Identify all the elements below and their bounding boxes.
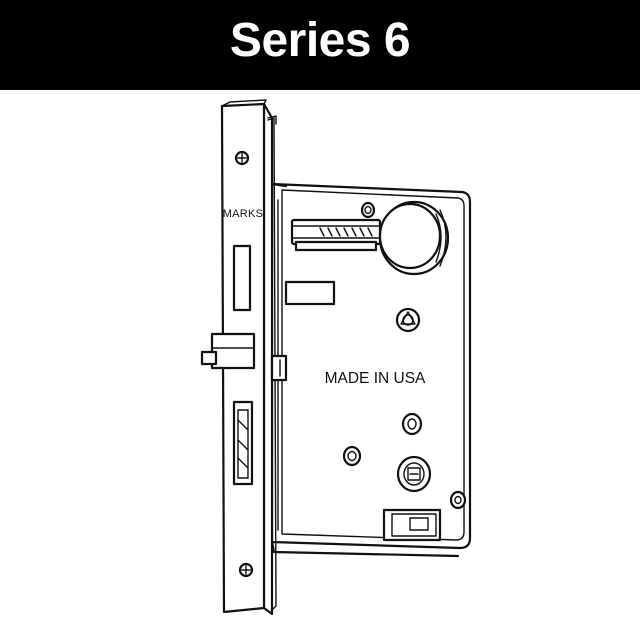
middle-screw-icon (401, 412, 423, 436)
faceplate-top-screw-icon (234, 150, 250, 166)
title-bar: Series 6 (0, 0, 640, 90)
latch-bolt (200, 332, 288, 382)
brand-label: MARKS (223, 208, 264, 220)
bottom-right-screw-icon (449, 490, 467, 510)
latch-spring-assembly (290, 218, 382, 252)
bottom-notch-block (382, 508, 442, 542)
latch-opening (232, 244, 252, 312)
top-screw-icon (360, 201, 376, 219)
triangle-screw-icon (395, 307, 421, 333)
page-title: Series 6 (229, 14, 411, 67)
faceplate-bottom-screw-icon (238, 562, 254, 578)
faceplate-corner-tab (267, 115, 277, 125)
lower-hub-icon (396, 455, 432, 493)
lower-left-screw-icon (342, 445, 362, 467)
cylinder-hub-icon (378, 200, 450, 276)
case-slot (284, 280, 336, 306)
lock-case (270, 182, 472, 558)
made-in-usa-label: MADE IN USA (325, 370, 426, 387)
lower-auxiliary-opening (232, 400, 254, 486)
